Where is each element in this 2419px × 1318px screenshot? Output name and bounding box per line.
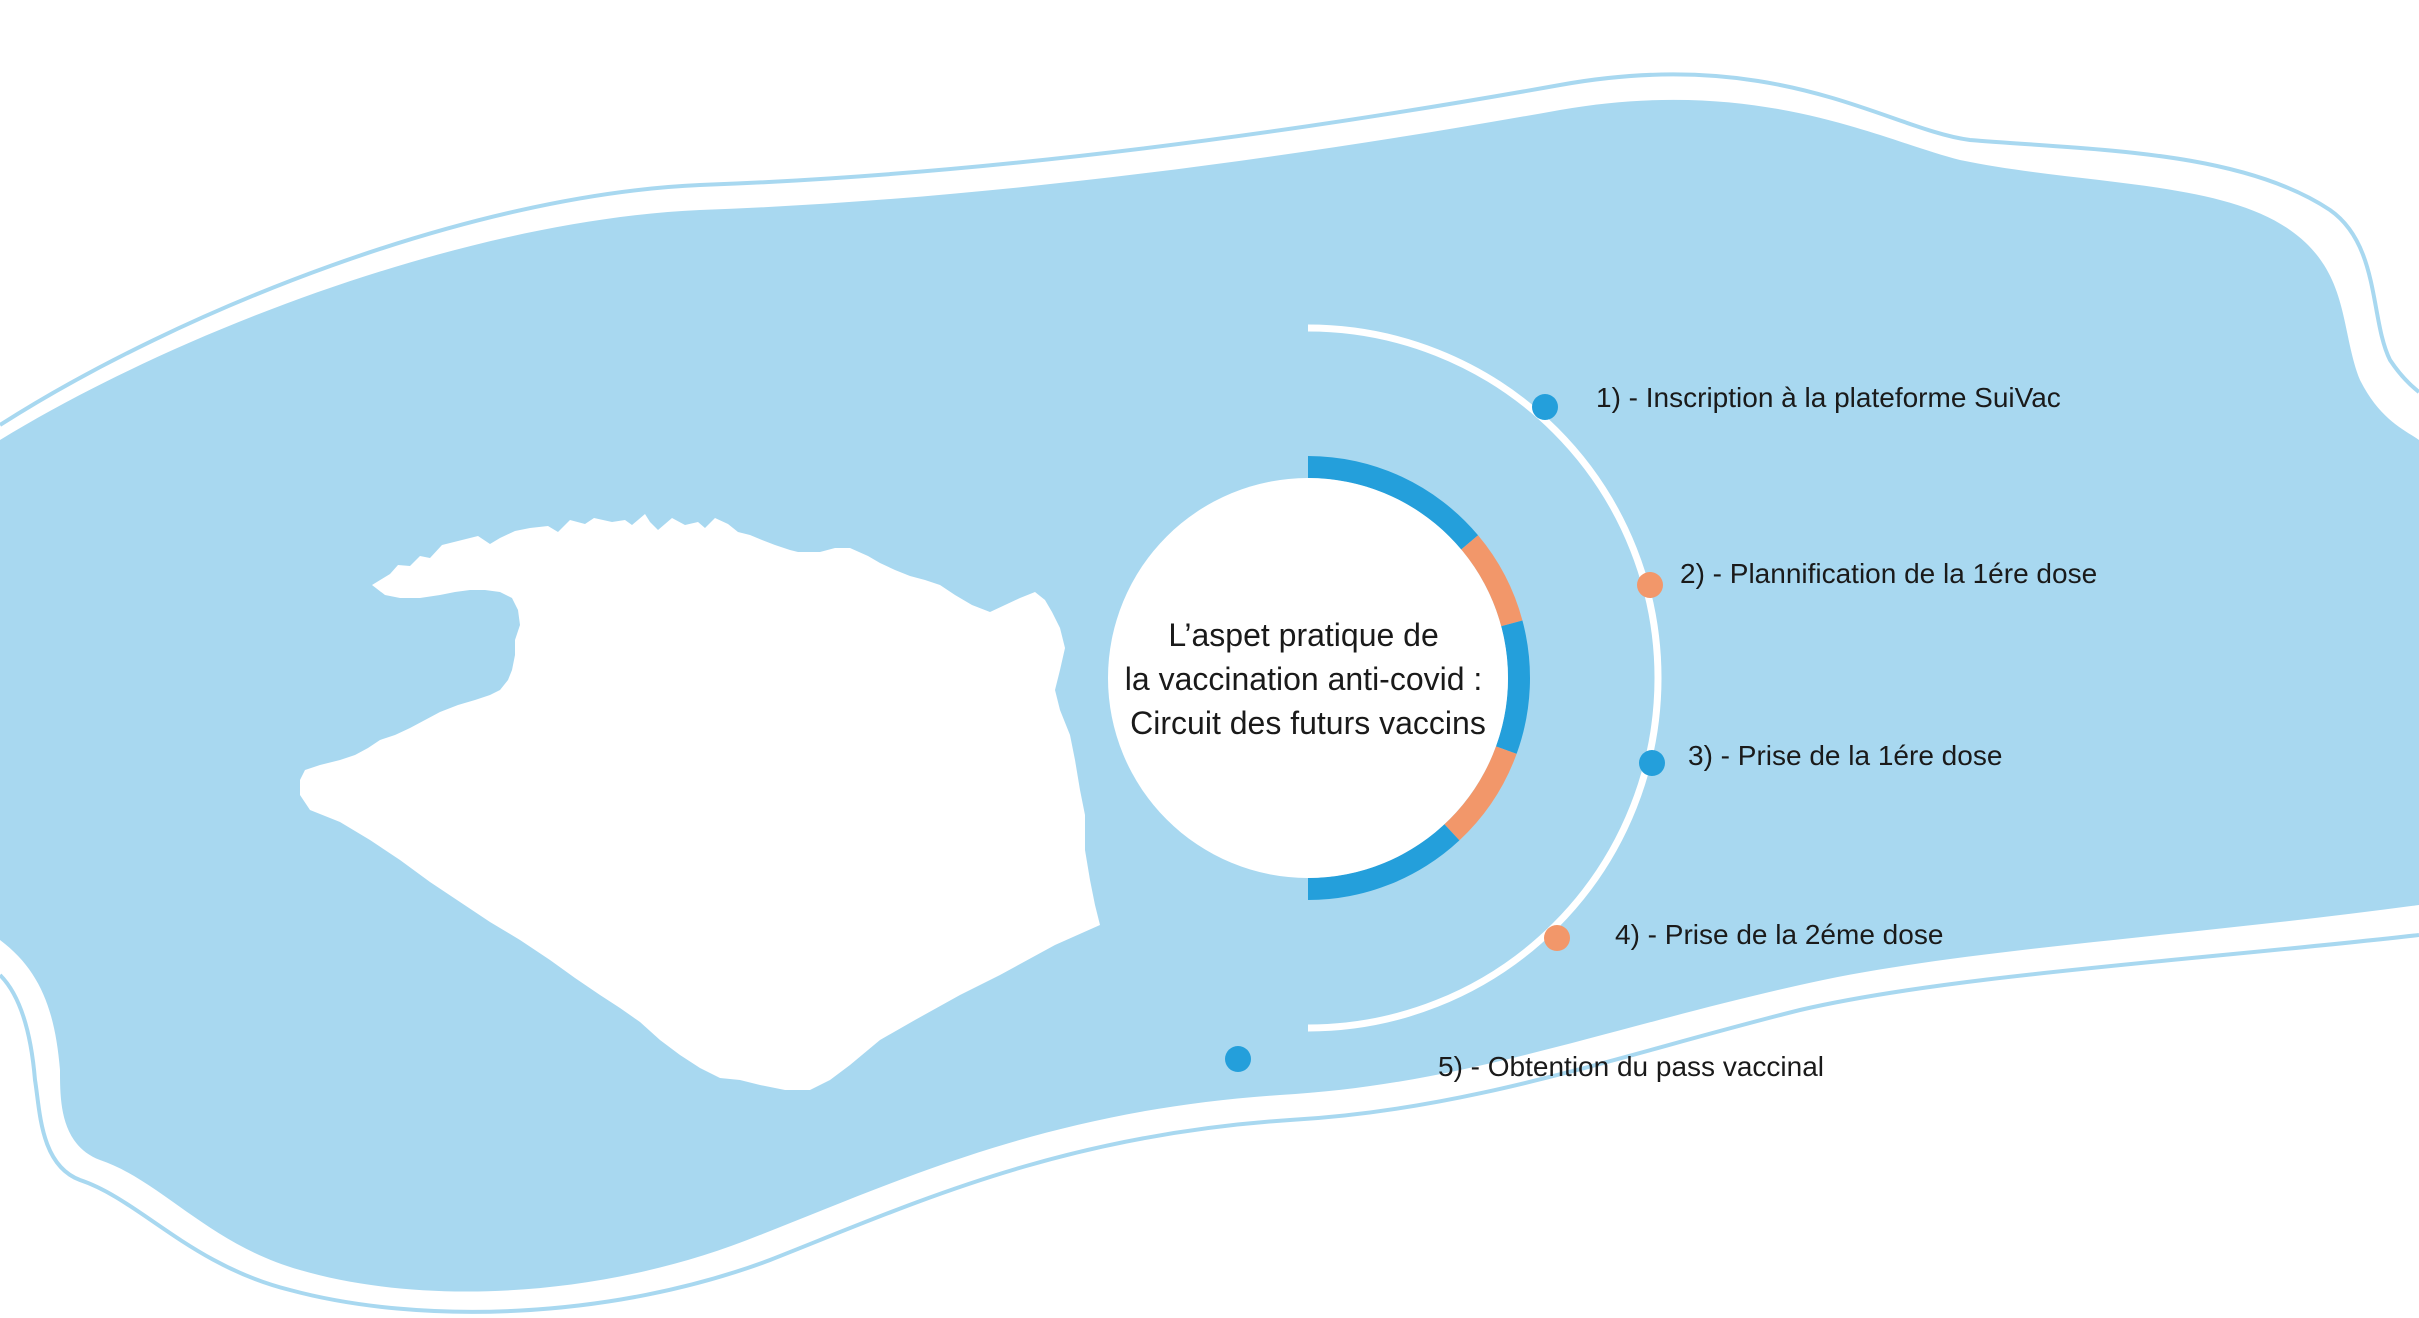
donut-segments bbox=[1308, 456, 1531, 900]
donut-segment-3 bbox=[1495, 620, 1531, 754]
step-2-marker bbox=[1637, 572, 1663, 598]
step-5-marker bbox=[1225, 1046, 1251, 1072]
blob-outline-bottom bbox=[0, 933, 2419, 1314]
step-4-label: 4) - Prise de la 2éme dose bbox=[1615, 919, 1943, 950]
center-title-line-1: L’aspet pratique de bbox=[1168, 617, 1438, 653]
step-4-marker bbox=[1544, 925, 1570, 951]
algeria-map-icon bbox=[300, 514, 1100, 1090]
step-1-marker bbox=[1532, 394, 1558, 420]
center-circle bbox=[1108, 478, 1508, 878]
donut-segment-5 bbox=[1308, 824, 1460, 900]
step-2-label: 2) - Plannification de la 1ére dose bbox=[1680, 558, 2097, 589]
blob-outline bbox=[0, 72, 2419, 427]
step-5-label: 5) - Obtention du pass vaccinal bbox=[1438, 1051, 1824, 1082]
center-title-line-3: Circuit des futurs vaccins bbox=[1130, 705, 1486, 741]
center-title-line-2: la vaccination anti-covid : bbox=[1125, 661, 1483, 697]
outer-ring-arc bbox=[1307, 324, 1662, 1032]
step-1-label: 1) - Inscription à la plateforme SuiVac bbox=[1596, 382, 2061, 413]
donut-segment-1 bbox=[1308, 456, 1479, 550]
step-3-marker bbox=[1639, 750, 1665, 776]
center-title: L’aspet pratique de la vaccination anti-… bbox=[1125, 617, 1491, 741]
donut-segment-4 bbox=[1444, 746, 1517, 841]
step-3-label: 3) - Prise de la 1ére dose bbox=[1688, 740, 2002, 771]
donut-segment-2 bbox=[1461, 535, 1523, 627]
